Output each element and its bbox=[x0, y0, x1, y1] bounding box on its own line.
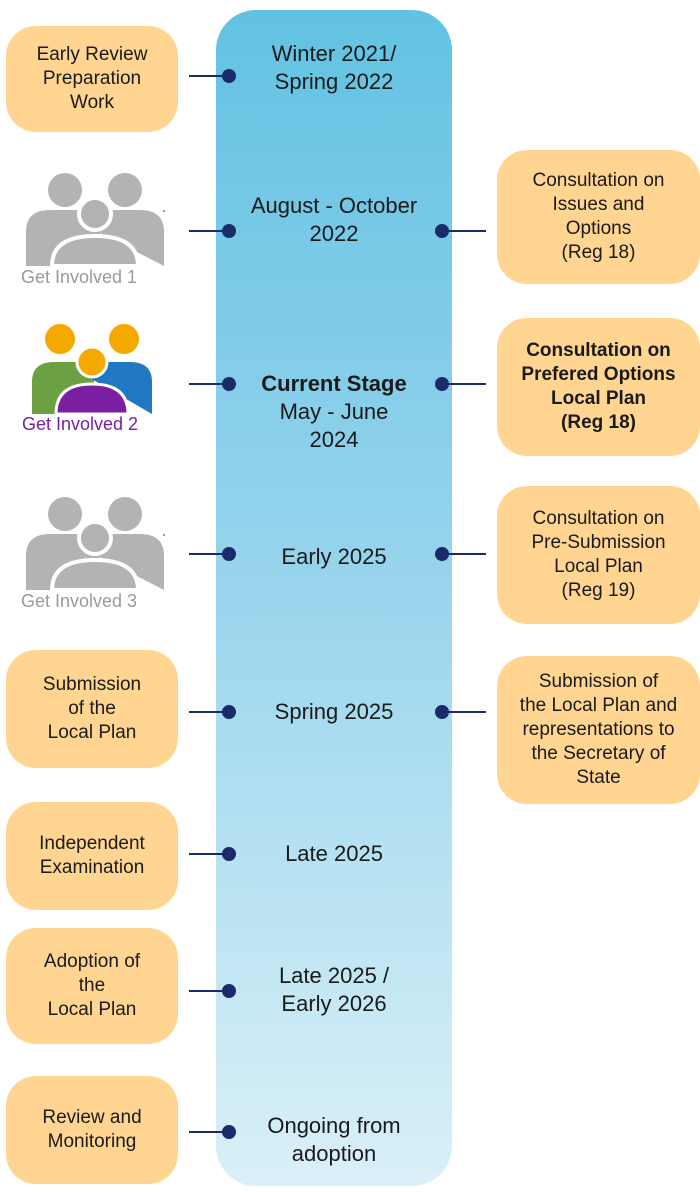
stage-line: Spring 2025 bbox=[274, 699, 394, 724]
stage-line: Spring 2022 bbox=[274, 69, 394, 94]
timeline-dot bbox=[222, 224, 236, 238]
stage-winter-2021: Winter 2021/ Spring 2022 bbox=[216, 40, 452, 96]
timeline-dot bbox=[222, 1125, 236, 1139]
connector-right bbox=[442, 711, 486, 713]
get-involved-1-icon[interactable] bbox=[20, 170, 170, 266]
box-line: Local Plan bbox=[47, 999, 137, 1020]
get-involved-1-label[interactable]: Get Involved 1 bbox=[21, 267, 138, 287]
stage-late-2025-early-2026: Late 2025 / Early 2026 bbox=[216, 962, 452, 1018]
timeline-dot bbox=[435, 377, 449, 391]
box-line: Options bbox=[565, 218, 632, 239]
connector-left bbox=[189, 1131, 229, 1133]
timeline-dot bbox=[222, 69, 236, 83]
stage-line: Early 2025 bbox=[281, 544, 387, 569]
box-line: (Reg 18) bbox=[561, 412, 636, 433]
stage-line: Late 2025 / bbox=[278, 963, 390, 988]
timeline-bar bbox=[216, 10, 452, 1186]
connector-right bbox=[442, 553, 486, 555]
box-line: Work bbox=[70, 92, 114, 113]
box-adoption: Adoption of the Local Plan bbox=[6, 928, 178, 1044]
box-line: Examination bbox=[39, 857, 145, 878]
stage-line: Winter 2021/ bbox=[271, 41, 397, 66]
box-line: representations to bbox=[522, 719, 675, 740]
timeline-dot bbox=[435, 705, 449, 719]
box-line: the bbox=[78, 975, 106, 996]
box-consultation-pre-submission: Consultation on Pre-Submission Local Pla… bbox=[497, 486, 700, 624]
box-line: Review and bbox=[42, 1107, 142, 1128]
box-line: State bbox=[576, 767, 621, 788]
box-line: Submission bbox=[42, 674, 142, 695]
get-involved-3-icon[interactable] bbox=[20, 494, 170, 590]
timeline-dot bbox=[222, 377, 236, 391]
stage-line: 2024 bbox=[309, 427, 359, 452]
connector-left bbox=[189, 553, 229, 555]
box-line: of the bbox=[68, 698, 116, 719]
box-line: Local Plan bbox=[554, 556, 643, 577]
box-line: Consultation on bbox=[532, 508, 665, 529]
box-line: Consultation on bbox=[532, 170, 665, 191]
stage-aug-oct-2022: August - October 2022 bbox=[216, 192, 452, 248]
box-line: Local Plan bbox=[47, 722, 137, 743]
stage-line: 2022 bbox=[309, 221, 359, 246]
box-line: Issues and bbox=[552, 194, 645, 215]
box-line: Monitoring bbox=[47, 1131, 137, 1152]
current-stage-label: Current Stage bbox=[261, 371, 407, 396]
timeline-dot bbox=[435, 547, 449, 561]
stage-line: Late 2025 bbox=[285, 841, 383, 866]
timeline-dot bbox=[222, 705, 236, 719]
stage-ongoing: Ongoing from adoption bbox=[216, 1112, 452, 1168]
connector-left bbox=[189, 853, 229, 855]
box-line: Early Review bbox=[36, 44, 148, 65]
get-involved-3-label[interactable]: Get Involved 3 bbox=[21, 591, 138, 611]
timeline-dot bbox=[222, 984, 236, 998]
box-consultation-issues-options: Consultation on Issues and Options (Reg … bbox=[497, 150, 700, 284]
box-submission-secretary-of-state: Submission of the Local Plan and represe… bbox=[497, 656, 700, 804]
timeline-dot bbox=[435, 224, 449, 238]
box-line: Preparation bbox=[42, 68, 142, 89]
box-submission: Submission of the Local Plan bbox=[6, 650, 178, 768]
box-early-review: Early Review Preparation Work bbox=[6, 26, 178, 132]
connector-left bbox=[189, 230, 229, 232]
box-consultation-preferred-options: Consultation on Prefered Options Local P… bbox=[497, 318, 700, 456]
connector-left bbox=[189, 75, 229, 77]
connector-right bbox=[442, 383, 486, 385]
stage-line: May - June bbox=[279, 399, 389, 424]
box-independent-examination: Independent Examination bbox=[6, 802, 178, 910]
stage-spring-2025: Spring 2025 bbox=[216, 698, 452, 726]
box-line: the Local Plan and bbox=[519, 695, 678, 716]
connector-right bbox=[442, 230, 486, 232]
box-line: Consultation on bbox=[526, 340, 671, 361]
box-line: (Reg 19) bbox=[561, 580, 636, 601]
stage-current: Current Stage May - June 2024 bbox=[216, 370, 452, 454]
box-line: Local Plan bbox=[550, 388, 647, 409]
connector-left bbox=[189, 383, 229, 385]
box-line: Adoption of bbox=[43, 951, 141, 972]
box-line: Pre-Submission bbox=[531, 532, 666, 553]
box-review-monitoring: Review and Monitoring bbox=[6, 1076, 178, 1184]
box-line: the Secretary of bbox=[531, 743, 666, 764]
stage-line: adoption bbox=[291, 1141, 377, 1166]
box-line: Submission of bbox=[538, 671, 659, 692]
connector-left bbox=[189, 711, 229, 713]
box-line: Prefered Options bbox=[521, 364, 676, 385]
get-involved-2-icon[interactable] bbox=[30, 322, 154, 414]
stage-early-2025: Early 2025 bbox=[216, 543, 452, 571]
box-line: (Reg 18) bbox=[561, 242, 636, 263]
timeline-dot bbox=[222, 847, 236, 861]
stage-line: Ongoing from bbox=[267, 1113, 401, 1138]
connector-left bbox=[189, 990, 229, 992]
stage-late-2025: Late 2025 bbox=[216, 840, 452, 868]
stage-line: Early 2026 bbox=[281, 991, 387, 1016]
timeline-dot bbox=[222, 547, 236, 561]
get-involved-2-label[interactable]: Get Involved 2 bbox=[22, 414, 139, 434]
stage-line: August - October bbox=[250, 193, 418, 218]
box-line: Independent bbox=[39, 833, 145, 854]
